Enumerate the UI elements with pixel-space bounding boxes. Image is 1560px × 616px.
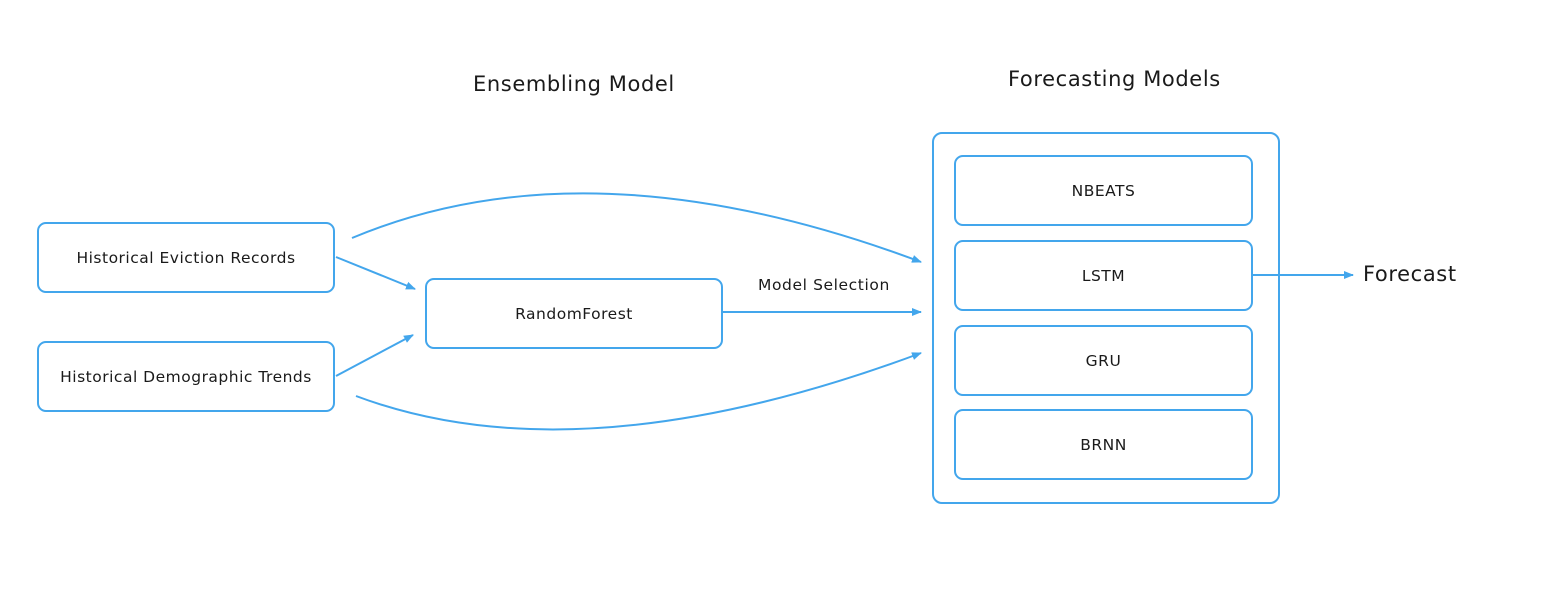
- ensemble-label: RandomForest: [515, 304, 633, 323]
- input-label: Historical Eviction Records: [76, 248, 296, 267]
- forecasting-models-container: [932, 132, 1280, 504]
- curve-eviction-to-models: [351, 192, 922, 263]
- ensemble-randomforest: RandomForest: [425, 278, 723, 349]
- curve-demographic-to-models: [355, 352, 922, 431]
- arrow-eviction-to-randomforest: [335, 256, 416, 290]
- input-label: Historical Demographic Trends: [60, 367, 312, 386]
- ensembling-model-heading: Ensembling Model: [473, 72, 675, 96]
- arrow-demographic-to-randomforest: [335, 334, 414, 377]
- model-label: BRNN: [1080, 435, 1127, 454]
- model-selection-label: Model Selection: [758, 276, 890, 294]
- model-label: NBEATS: [1071, 181, 1136, 200]
- input-historical-eviction-records: Historical Eviction Records: [37, 222, 335, 293]
- forecasting-models-heading: Forecasting Models: [1008, 67, 1221, 91]
- model-brnn: BRNN: [954, 409, 1253, 480]
- model-label: GRU: [1085, 351, 1122, 370]
- input-historical-demographic-trends: Historical Demographic Trends: [37, 341, 335, 412]
- model-nbeats: NBEATS: [954, 155, 1253, 226]
- model-label: LSTM: [1081, 266, 1126, 285]
- model-lstm: LSTM: [954, 240, 1253, 311]
- model-gru: GRU: [954, 325, 1253, 396]
- forecast-output-label: Forecast: [1363, 262, 1457, 286]
